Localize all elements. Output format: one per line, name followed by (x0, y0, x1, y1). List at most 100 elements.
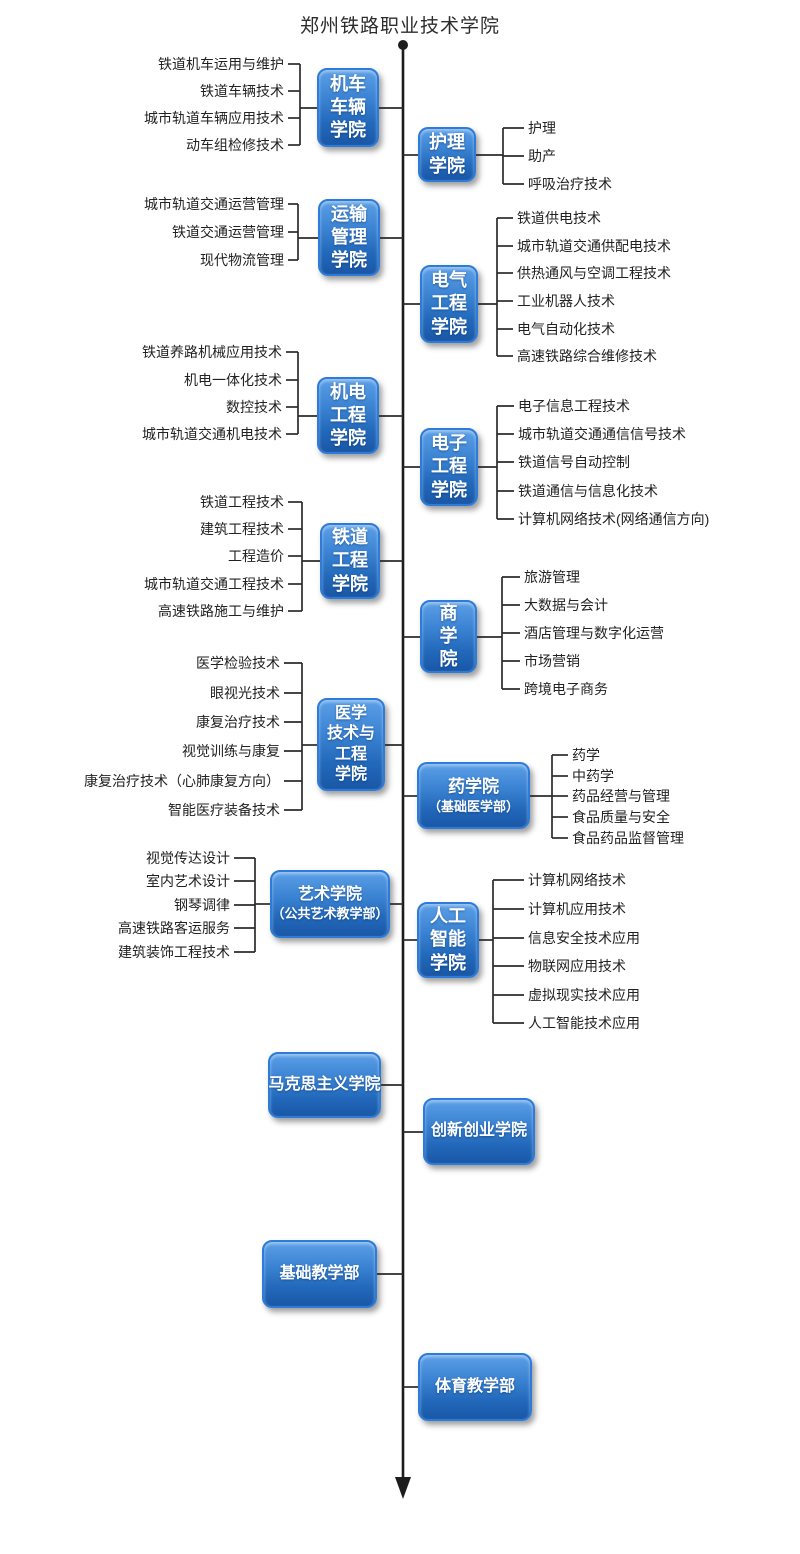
major-label: 铁道养路机械应用技术 (142, 344, 282, 360)
major-label: 铁道工程技术 (200, 494, 284, 510)
dept-label-line: 护理 (429, 132, 465, 153)
dept-label-line: 工程 (334, 745, 367, 763)
dept-label-line: 工程 (332, 550, 368, 571)
dept-label-line: （公共艺术教学部） (271, 906, 389, 922)
dept-box-marxism: 马克思主义学院 (268, 1052, 381, 1118)
major-label: 铁道信号自动控制 (518, 454, 630, 470)
dept-label-line: 运输 (331, 203, 367, 224)
major-label: 跨境电子商务 (524, 681, 608, 697)
dept-label-line: 车辆 (330, 96, 366, 117)
major-label: 计算机网络技术 (528, 872, 626, 888)
dept-box-nursing: 护理学院 (418, 127, 476, 182)
dept-box-railway_engineering: 铁道工程学院 (320, 523, 380, 599)
major-label: 药品经营与管理 (572, 788, 670, 804)
major-label: 铁道交通运营管理 (172, 224, 284, 240)
dept-box-basic_teaching: 基础教学部 (262, 1240, 377, 1308)
dept-label-line: 工程 (330, 404, 366, 425)
dept-box-ai: 人工智能学院 (417, 902, 479, 978)
major-label: 高速铁路施工与维护 (158, 603, 284, 619)
major-label: 计算机应用技术 (528, 901, 626, 917)
dept-box-locomotive: 机车车辆学院 (317, 68, 379, 147)
major-label: 人工智能技术应用 (528, 1015, 640, 1031)
dept-label-line: 创新创业学院 (430, 1122, 527, 1140)
dept-box-business: 商学院 (420, 600, 477, 673)
major-label: 机电一体化技术 (184, 372, 282, 388)
major-label: 智能医疗装备技术 (168, 802, 280, 818)
major-label: 工业机器人技术 (517, 293, 615, 309)
dept-label-line: 工程 (431, 456, 467, 477)
major-label: 大数据与会计 (524, 597, 608, 613)
dept-label-line: 学院 (429, 155, 465, 176)
major-label: 信息安全技术应用 (528, 930, 640, 946)
major-label: 室内艺术设计 (146, 873, 230, 889)
major-label: 高速铁路客运服务 (118, 920, 230, 936)
dept-label-line: 学院 (332, 573, 368, 594)
major-label: 城市轨道交通运营管理 (144, 196, 284, 212)
dept-label-line: 学 (439, 625, 458, 646)
dept-box-electrical: 电气工程学院 (420, 265, 478, 343)
dept-label-line: （基础医学部） (427, 798, 519, 814)
chart-title: 郑州铁路职业技术学院 (299, 16, 501, 37)
major-label: 助产 (528, 148, 556, 164)
dept-box-innovation: 创新创业学院 (423, 1098, 535, 1165)
major-label: 物联网应用技术 (528, 958, 626, 974)
dept-box-arts: 艺术学院 （公共艺术教学部） (270, 870, 390, 938)
dept-label-line: 管理 (331, 226, 367, 247)
major-label: 虚拟现实技术应用 (528, 987, 640, 1003)
dept-box-transport: 运输管理学院 (318, 199, 380, 276)
major-label: 钢琴调律 (174, 897, 230, 913)
dept-label-line: 机车 (330, 73, 366, 94)
dept-label-line: 学院 (330, 120, 366, 141)
dept-box-pharmacy: 药学院 （基础医学部） (417, 762, 530, 829)
dept-label-line: 学院 (430, 952, 466, 973)
major-label: 铁道车辆技术 (200, 83, 284, 99)
major-label: 康复治疗技术 (196, 714, 280, 730)
dept-label-line: 学院 (431, 479, 467, 500)
dept-label-line: 马克思主义学院 (268, 1075, 381, 1093)
dept-label-line: 体育教学部 (434, 1377, 515, 1395)
dept-label-line: 艺术学院 (297, 885, 362, 903)
major-label: 酒店管理与数字化运营 (524, 625, 664, 641)
major-label: 眼视光技术 (210, 685, 280, 701)
major-label: 电气自动化技术 (517, 321, 615, 337)
major-label: 康复治疗技术（心肺康复方向） (84, 773, 280, 789)
dept-label-line: 电子 (431, 433, 467, 454)
major-label: 高速铁路综合维修技术 (517, 348, 657, 364)
major-label: 呼吸治疗技术 (528, 176, 612, 192)
major-label: 铁道通信与信息化技术 (518, 483, 658, 499)
dept-label-line: 机电 (330, 381, 366, 402)
major-label: 建筑装饰工程技术 (118, 944, 230, 960)
dept-label-line: 学院 (334, 765, 367, 783)
major-label: 城市轨道交通供配电技术 (517, 238, 671, 254)
dept-box-pe: 体育教学部 (418, 1353, 532, 1421)
major-label: 中药学 (572, 768, 614, 784)
major-label: 旅游管理 (524, 569, 580, 585)
dept-label-line: 铁道 (332, 527, 368, 548)
major-label: 供热通风与空调工程技术 (517, 265, 671, 281)
major-label: 电子信息工程技术 (518, 398, 630, 414)
major-label: 药学 (572, 747, 600, 763)
major-label: 视觉训练与康复 (182, 743, 280, 759)
dept-label-line: 院 (439, 649, 458, 670)
dept-label-line: 人工 (430, 906, 466, 927)
major-label: 市场营销 (524, 653, 580, 669)
dept-box-mechatronics: 机电工程学院 (317, 377, 379, 454)
major-label: 铁道供电技术 (517, 210, 601, 226)
major-label: 城市轨道交通工程技术 (144, 576, 284, 592)
dept-label-line: 工程 (431, 293, 467, 314)
major-label: 城市轨道车辆应用技术 (144, 110, 284, 126)
dept-label-line: 学院 (330, 428, 366, 449)
major-label: 视觉传达设计 (146, 850, 230, 866)
trunk-start-dot (398, 40, 408, 50)
dept-label-line: 基础教学部 (279, 1264, 360, 1282)
major-label: 工程造价 (228, 548, 284, 564)
dept-label-line: 技术与 (326, 725, 375, 743)
major-label: 医学检验技术 (196, 655, 280, 671)
major-label: 建筑工程技术 (200, 521, 284, 537)
major-label: 数控技术 (226, 399, 282, 415)
major-label: 护理 (528, 120, 556, 136)
major-label: 动车组检修技术 (186, 137, 284, 153)
dept-label-line: 药学院 (448, 776, 499, 796)
major-label: 现代物流管理 (200, 252, 284, 268)
